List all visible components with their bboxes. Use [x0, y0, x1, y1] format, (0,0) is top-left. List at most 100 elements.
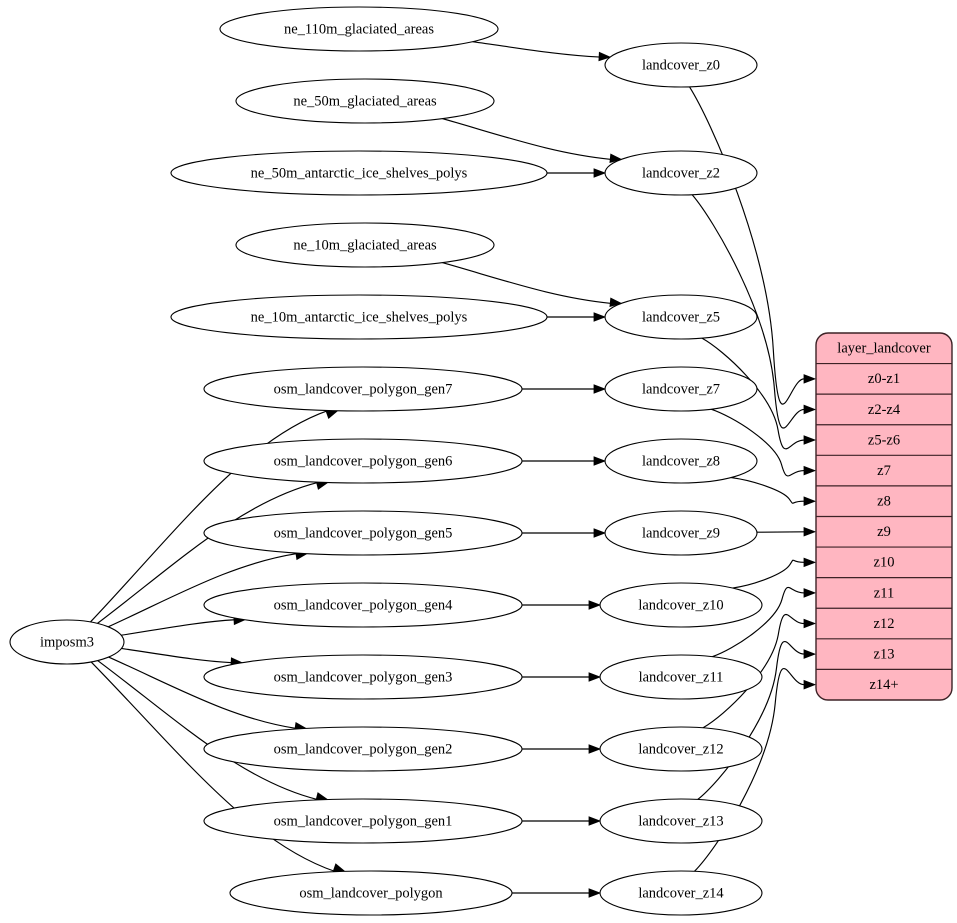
- node-label: landcover_z13: [638, 813, 723, 829]
- node-osm_landcover_polygon[interactable]: osm_landcover_polygon: [229, 870, 513, 916]
- layer-landcover-table[interactable]: layer_landcoverz0-z1z2-z4z5-z6z7z8z9z10z…: [815, 332, 953, 701]
- table-header-label: layer_landcover: [837, 341, 931, 357]
- node-imposm3[interactable]: imposm3: [9, 619, 125, 665]
- node-label: landcover_z2: [642, 165, 720, 181]
- edge-arrowhead: [803, 374, 817, 384]
- node-label: osm_landcover_polygon_gen7: [274, 381, 453, 397]
- node-landcover_z12[interactable]: landcover_z12: [599, 726, 763, 772]
- edge-imposm3-to-osm_landcover_polygon_gen4: [121, 619, 236, 636]
- node-landcover_z7[interactable]: landcover_z7: [604, 366, 758, 412]
- node-ne_110m_glaciated_areas[interactable]: ne_110m_glaciated_areas: [219, 6, 499, 52]
- node-shape: [203, 438, 523, 484]
- node-shape: [203, 798, 523, 844]
- edge-arrowhead: [332, 863, 346, 873]
- table-row[interactable]: z12: [816, 608, 952, 639]
- edge-arrowhead: [803, 435, 817, 445]
- node-landcover_z11[interactable]: landcover_z11: [599, 654, 763, 700]
- node-landcover_z2[interactable]: landcover_z2: [604, 150, 758, 196]
- node-landcover_z5[interactable]: landcover_z5: [604, 294, 758, 340]
- node-label: landcover_z7: [642, 381, 720, 397]
- edge-arrowhead: [588, 600, 602, 610]
- table-row-label: z7: [877, 463, 891, 479]
- node-shape: [604, 510, 758, 556]
- node-shape: [235, 78, 495, 124]
- node-osm_landcover_polygon_gen2[interactable]: osm_landcover_polygon_gen2: [203, 726, 523, 772]
- node-ne_50m_antarctic_ice_shelves_polys[interactable]: ne_50m_antarctic_ice_shelves_polys: [170, 150, 548, 196]
- table-row[interactable]: z10: [816, 547, 952, 578]
- edge-arrowhead: [803, 404, 817, 415]
- node-ne_10m_antarctic_ice_shelves_polys[interactable]: ne_10m_antarctic_ice_shelves_polys: [170, 294, 548, 340]
- node-osm_landcover_polygon_gen1[interactable]: osm_landcover_polygon_gen1: [203, 798, 523, 844]
- node-landcover_z13[interactable]: landcover_z13: [599, 798, 763, 844]
- node-landcover_z9[interactable]: landcover_z9: [604, 510, 758, 556]
- node-label: osm_landcover_polygon_gen1: [274, 813, 453, 829]
- edge-arrowhead: [588, 672, 602, 682]
- node-label: landcover_z12: [638, 741, 723, 757]
- node-ne_10m_glaciated_areas[interactable]: ne_10m_glaciated_areas: [235, 222, 495, 268]
- edge-arrowhead: [593, 168, 607, 178]
- node-landcover_z10[interactable]: landcover_z10: [599, 582, 763, 628]
- node-shape: [599, 726, 763, 772]
- node-osm_landcover_polygon_gen7[interactable]: osm_landcover_polygon_gen7: [203, 366, 523, 412]
- node-landcover_z14[interactable]: landcover_z14: [599, 870, 763, 916]
- table-row[interactable]: z11: [816, 578, 952, 609]
- node-label: osm_landcover_polygon_gen5: [274, 525, 453, 541]
- edge-arrowhead: [803, 526, 817, 537]
- table-row[interactable]: z9: [816, 516, 952, 547]
- node-shape: [604, 150, 758, 196]
- edge-arrowhead: [588, 744, 602, 754]
- node-osm_landcover_polygon_gen5[interactable]: osm_landcover_polygon_gen5: [203, 510, 523, 556]
- node-landcover_z0[interactable]: landcover_z0: [604, 42, 758, 88]
- edge-arrowhead: [803, 679, 817, 690]
- edge-arrowhead: [609, 153, 623, 164]
- node-label: landcover_z5: [642, 309, 720, 325]
- edge-imposm3-to-osm_landcover_polygon_gen2: [108, 656, 297, 730]
- node-label: ne_50m_antarctic_ice_shelves_polys: [251, 165, 468, 181]
- table-row[interactable]: z8: [816, 486, 952, 517]
- edge-ne_110m_glaciated_areas-to-landcover_z0: [472, 41, 601, 58]
- node-shape: [203, 510, 523, 556]
- table-outline: [815, 332, 953, 701]
- table-row[interactable]: z0-z1: [816, 364, 952, 395]
- node-osm_landcover_polygon_gen6[interactable]: osm_landcover_polygon_gen6: [203, 438, 523, 484]
- node-label: osm_landcover_polygon_gen6: [274, 453, 453, 469]
- node-label: osm_landcover_polygon_gen4: [274, 597, 454, 613]
- node-osm_landcover_polygon_gen4[interactable]: osm_landcover_polygon_gen4: [203, 582, 523, 628]
- node-label: ne_10m_glaciated_areas: [293, 237, 437, 253]
- node-label: osm_landcover_polygon_gen2: [274, 741, 453, 757]
- edge-arrowhead: [803, 557, 817, 568]
- table-row[interactable]: z14+: [816, 669, 952, 700]
- edge-arrowhead: [609, 297, 623, 308]
- node-shape: [170, 294, 548, 340]
- node-landcover_z8[interactable]: landcover_z8: [604, 438, 758, 484]
- node-shape: [203, 366, 523, 412]
- nodes-layer: imposm3 ne_110m_glaciated_areas ne_50m_gla…: [9, 6, 763, 916]
- node-ne_50m_glaciated_areas[interactable]: ne_50m_glaciated_areas: [235, 78, 495, 124]
- node-shape: [9, 619, 125, 665]
- table-row[interactable]: z7: [816, 455, 952, 486]
- table-row-label: z5-z6: [868, 432, 900, 448]
- node-shape: [203, 654, 523, 700]
- edge-landcover_z11-to-layer_landcover_z11: [712, 586, 805, 658]
- node-label: landcover_z9: [642, 525, 720, 541]
- node-label: ne_110m_glaciated_areas: [284, 21, 434, 37]
- node-osm_landcover_polygon_gen3[interactable]: osm_landcover_polygon_gen3: [203, 654, 523, 700]
- edge-arrowhead: [593, 456, 607, 466]
- edge-landcover_z2-to-layer_landcover_z2-z4: [691, 194, 805, 429]
- node-shape: [599, 582, 763, 628]
- table-row[interactable]: z5-z6: [816, 425, 952, 456]
- edge-imposm3-to-osm_landcover_polygon: [90, 661, 336, 872]
- edge-imposm3-to-osm_landcover_polygon_gen7: [90, 410, 328, 623]
- node-shape: [219, 6, 499, 52]
- node-label: ne_10m_antarctic_ice_shelves_polys: [251, 309, 468, 325]
- table-row[interactable]: z2-z4: [816, 394, 952, 425]
- edge-ne_10m_glaciated_areas-to-landcover_z5: [442, 262, 612, 304]
- node-label: landcover_z8: [642, 453, 720, 469]
- edge-arrowhead: [803, 618, 817, 629]
- table-row[interactable]: z13: [816, 639, 952, 670]
- node-shape: [599, 870, 763, 916]
- node-label: landcover_z0: [642, 57, 720, 73]
- edge-imposm3-to-osm_landcover_polygon_gen3: [121, 647, 233, 664]
